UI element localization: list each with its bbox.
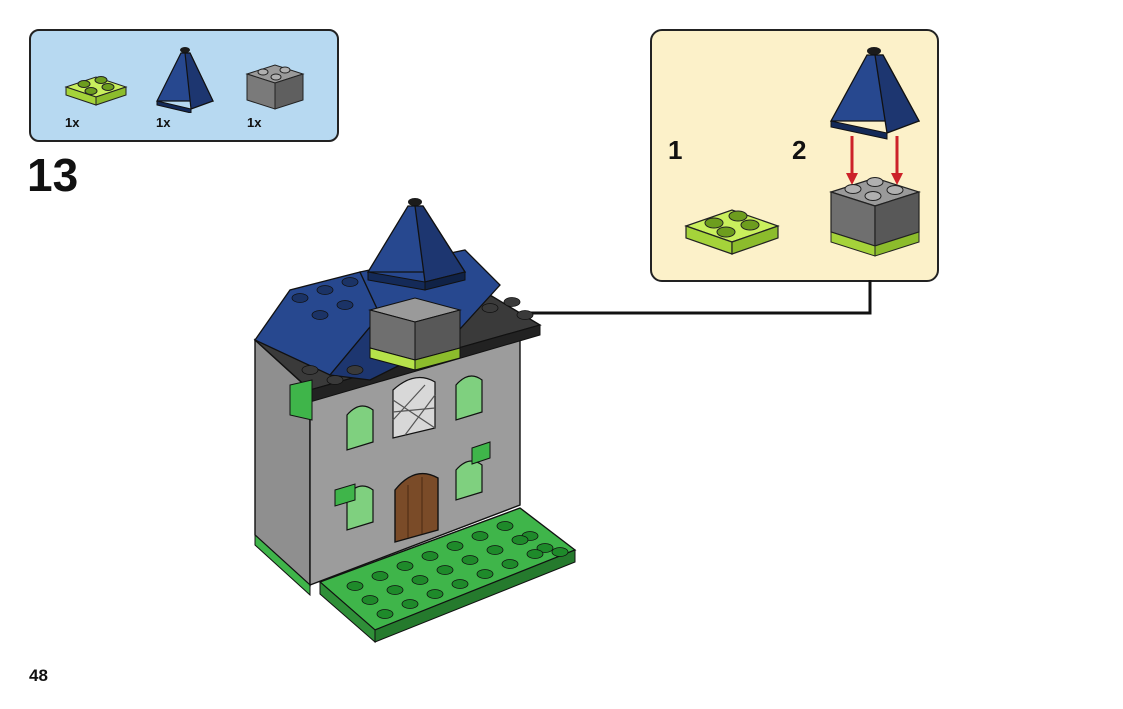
lime-plate-2x2-icon <box>64 76 128 106</box>
sub-assembly-box: 1 2 <box>650 29 939 282</box>
qty-lime-plate: 1x <box>65 115 80 130</box>
page-number: 48 <box>29 666 48 685</box>
substep-1-label: 1 <box>668 135 683 165</box>
qty-gray-brick: 1x <box>247 115 262 130</box>
gray-brick-on-plate-icon <box>829 177 921 257</box>
substep-2-label: 2 <box>792 135 807 165</box>
assembly-arrows <box>846 136 903 185</box>
lime-plate-2x2-icon <box>684 209 780 255</box>
castle-house-model <box>253 198 577 644</box>
blue-pyramid-roof-icon <box>156 47 214 113</box>
gray-bracket-brick-icon <box>245 64 305 110</box>
blue-pyramid-roof-icon <box>829 47 921 140</box>
step-number: 13 <box>27 149 79 201</box>
parts-list-box: 1x 1x 1x <box>29 29 339 142</box>
qty-blue-roof: 1x <box>156 115 171 130</box>
